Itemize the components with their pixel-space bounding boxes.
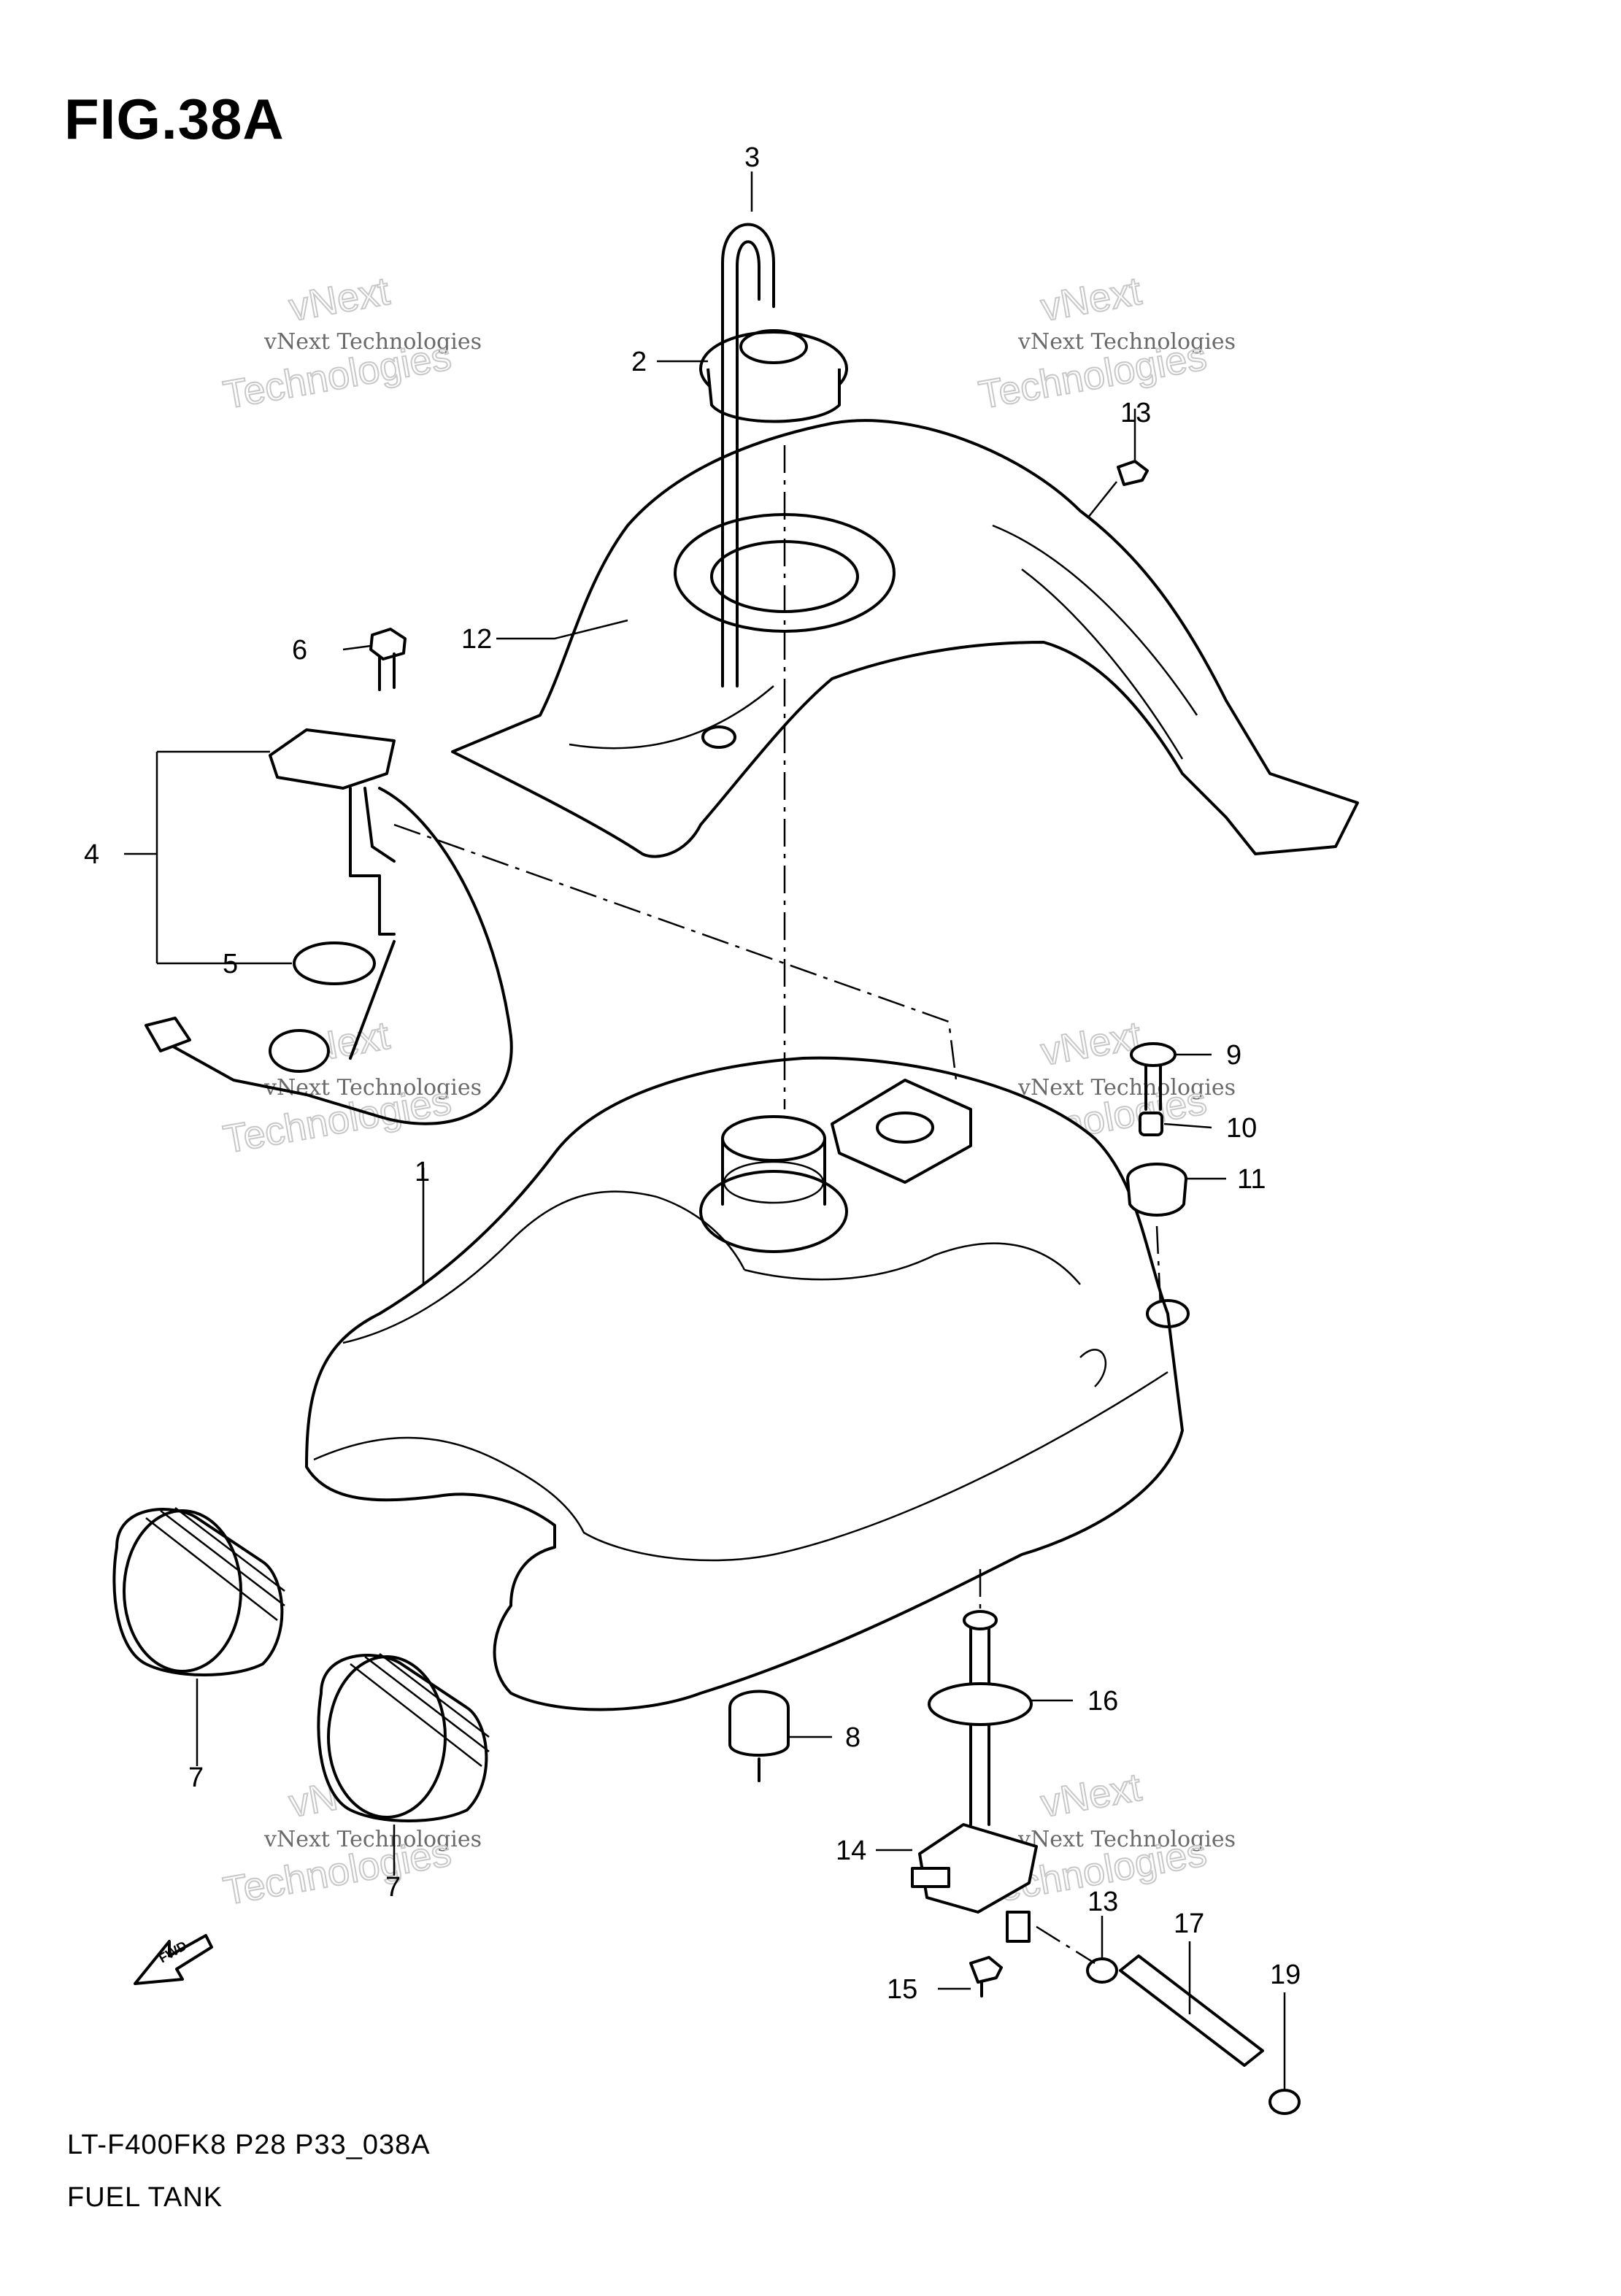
figure-title: FIG.38A [64,87,285,151]
callout-8: 8 [845,1722,860,1753]
watermark-top-left: vNext vNext Technologies Technologies [220,269,482,418]
valve-o-ring-part [928,1682,1033,1726]
svg-text:vNext Technologies: vNext Technologies [1017,1075,1236,1101]
watermark-top-right: vNext vNext Technologies Technologies [975,269,1236,418]
model-code: LT-F400FK8 P28 P33_038A [67,2130,431,2160]
hose-clamp-part-right [317,1653,490,1822]
callout-17: 17 [1174,1908,1204,1939]
tank-cover-part [451,419,1359,858]
svg-text:vNext Technologies: vNext Technologies [263,329,482,355]
fuel-tank-part [305,1056,1190,1711]
callout-19: 19 [1270,1960,1301,1990]
gauge-gasket-part [293,941,376,985]
valve-screw-part [969,1956,1003,1998]
assembly-lines [393,445,1162,1965]
mount-collar-part [1139,1112,1163,1136]
svg-text:vNext Technologies: vNext Technologies [263,1827,482,1852]
forward-arrow-icon: FWD [134,1934,213,1985]
section-name: FUEL TANK [67,2182,223,2213]
breather-hose-part [721,223,775,687]
svg-text:vNext: vNext [286,269,393,330]
fuel-level-gauge-part [145,728,513,1125]
svg-text:vNext Technologies: vNext Technologies [1017,1827,1236,1852]
fuel-hose-part [1119,1954,1264,2067]
callout-10: 10 [1226,1113,1257,1144]
callout-13-lower: 13 [1087,1887,1118,1917]
mount-grommet-part [1126,1163,1187,1217]
leader-lines [124,172,1286,2091]
callout-1: 1 [415,1157,430,1187]
callout-13-upper: 13 [1120,398,1151,428]
fuel-valve-part [911,1610,1038,1943]
svg-text:vNext: vNext [1038,1014,1144,1074]
callout-7-right: 7 [385,1872,401,1903]
callout-6: 6 [292,635,307,666]
callout-9: 9 [1226,1040,1241,1071]
callout-3: 3 [744,142,760,173]
callout-4: 4 [84,839,99,870]
svg-text:vNext Technologies: vNext Technologies [263,1075,482,1101]
callout-7-left: 7 [188,1763,204,1793]
callout-11: 11 [1237,1164,1266,1195]
callout-12: 12 [461,624,492,655]
callout-16: 16 [1087,1686,1118,1717]
cover-screw-part [1117,460,1149,486]
tank-cushion-part [728,1690,790,1782]
svg-text:vNext Technologies: vNext Technologies [1017,329,1236,355]
callout-15: 15 [887,1974,917,2005]
gauge-bolt-part [369,628,407,691]
watermark-mid-left: vNext vNext Technologies Technologies [220,1013,482,1163]
svg-text:vNext: vNext [1038,1765,1144,1826]
svg-text:vNext: vNext [1038,269,1144,330]
hose-clamp-part-left [112,1507,285,1676]
hose-clip-part-lower [1268,2089,1301,2115]
callout-14: 14 [836,1835,866,1866]
callout-2: 2 [631,347,647,377]
callout-5: 5 [223,949,238,979]
mount-bolt-part [1130,1042,1177,1111]
